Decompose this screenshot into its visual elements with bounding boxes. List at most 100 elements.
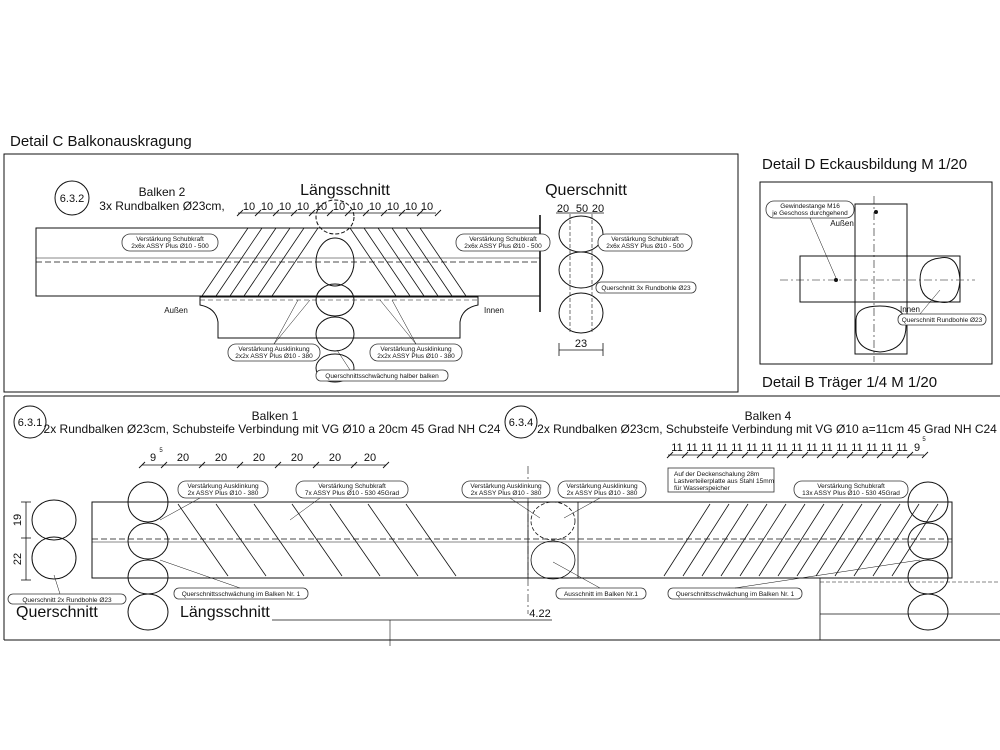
detail-b-label-line1: Verstärkung Schubkraft bbox=[817, 483, 885, 490]
detail-d-log-bottom bbox=[855, 305, 907, 353]
detail-c-leader bbox=[336, 349, 351, 371]
detail-b-label-text: Querschnittsschwächung im Balken Nr. 1 bbox=[676, 591, 795, 598]
detail-c-spacing-label: 10 bbox=[369, 201, 381, 213]
detail-b-left-dim: 20 bbox=[291, 452, 303, 464]
screw-line bbox=[215, 503, 267, 577]
detail-b-right-dim: 11 bbox=[806, 442, 817, 454]
detail-b-right-dim: 11 bbox=[791, 442, 802, 454]
screw-line bbox=[853, 503, 901, 577]
detail-b-beam2-desc: 2x Rundbalken Ø23cm, Schubsteife Verbind… bbox=[537, 422, 997, 436]
screw-line bbox=[201, 227, 249, 297]
detail-b-right-dim: 11 bbox=[851, 442, 862, 454]
detail-b-label-decke: Auf der Deckenschalung 28m Lastverteiler… bbox=[667, 467, 775, 493]
detail-b-quer-dim: 22 bbox=[12, 553, 24, 565]
dimension-tick bbox=[434, 209, 442, 217]
detail-b-label-bubble bbox=[557, 480, 647, 499]
detail-c-spacing-label: 10 bbox=[333, 201, 345, 213]
detail-c-label-quer-top: Verstärkung Schubkraft 2x6x ASSY Plus Ø1… bbox=[597, 233, 693, 252]
detail-c-spacing-label: 10 bbox=[261, 201, 273, 213]
detail-d-label-rundbohle-bubble bbox=[897, 313, 987, 326]
detail-c-label-rundbohle: Querschnitt 3x Rundbohle Ø23 bbox=[595, 281, 697, 294]
detail-b-beam bbox=[91, 501, 953, 579]
detail-b-leader bbox=[552, 561, 601, 589]
detail-c-label-quer-top-line2: 2x6x ASSY Plus Ø10 - 500 bbox=[606, 243, 684, 250]
screw-line bbox=[329, 503, 381, 577]
detail-c-leader bbox=[273, 299, 311, 345]
detail-c-log bbox=[315, 316, 355, 352]
detail-c-spacing-label: 10 bbox=[243, 201, 255, 213]
detail-c-label-ausk-left: Verstärkung Ausklinkung 2x2x ASSY Plus Ø… bbox=[227, 343, 321, 362]
dimension-tick bbox=[741, 451, 749, 459]
detail-b-right-dim-labels: 11 11 11 11 11 11 11 11 11 11 11 11 11 1… bbox=[671, 437, 926, 454]
dimension-tick bbox=[274, 461, 282, 469]
detail-c-log-stack bbox=[315, 199, 355, 383]
detail-b-left-dim: 20 bbox=[329, 452, 341, 464]
detail-c-spacing-label: 10 bbox=[405, 201, 417, 213]
dimension-tick bbox=[891, 451, 899, 459]
detail-b-querschnitt-drawing: 19 22 bbox=[12, 499, 77, 581]
dimension-tick bbox=[416, 209, 424, 217]
detail-b-leader-lines bbox=[53, 497, 921, 595]
detail-b-label-bubble bbox=[793, 480, 909, 499]
detail-c-quer-log bbox=[558, 215, 604, 253]
detail-b-leader bbox=[53, 574, 61, 595]
detail-b-querschnitt: Querschnitt bbox=[16, 604, 98, 621]
dimension-tick bbox=[666, 451, 674, 459]
detail-b-right-dim: 11 bbox=[821, 442, 832, 454]
detail-c-label-left-bubble bbox=[121, 233, 219, 252]
screw-line bbox=[363, 227, 411, 297]
detail-b-left-log bbox=[127, 481, 169, 523]
detail-b-middle-log bbox=[530, 501, 576, 541]
detail-c-label-quer-top-line1: Verstärkung Schubkraft bbox=[611, 236, 679, 243]
detail-b-label-line2: 2x ASSY Plus Ø10 - 380 bbox=[567, 490, 638, 497]
detail-d-rod-top bbox=[874, 210, 878, 214]
dimension-tick bbox=[326, 209, 334, 217]
dimension-tick bbox=[350, 461, 358, 469]
detail-b-left-dim: 20 bbox=[215, 452, 227, 464]
detail-c-label-schwaech-text: Querschnittsschwächung halber balken bbox=[325, 373, 439, 380]
detail-b-quer-log bbox=[31, 536, 77, 580]
detail-c-label-right-bubble bbox=[455, 233, 551, 252]
detail-b-right-log bbox=[907, 522, 949, 560]
detail-b-beam2-name: Balken 4 bbox=[745, 409, 792, 423]
detail-b-left-log-stack bbox=[127, 481, 169, 631]
detail-b-label-line1: Verstärkung Ausklinkung bbox=[566, 483, 638, 490]
screw-line bbox=[777, 503, 825, 577]
detail-d-frame bbox=[759, 181, 993, 365]
detail-b-label-bubble bbox=[295, 480, 409, 499]
detail-d-label-rundbohle-text: Querschnitt Rundbohle Ø23 bbox=[902, 317, 983, 324]
screw-line bbox=[377, 227, 425, 297]
detail-c-leader bbox=[391, 299, 417, 345]
dimension-tick bbox=[801, 451, 809, 459]
dimension-tick bbox=[272, 209, 280, 217]
dimension-tick bbox=[290, 209, 298, 217]
detail-b-left-dim: 20 bbox=[364, 452, 376, 464]
detail-b-right-dim: 11 bbox=[716, 442, 727, 454]
detail-b-leader bbox=[734, 559, 921, 589]
detail-d-leader bbox=[809, 217, 837, 279]
detail-c-log bbox=[315, 199, 355, 235]
detail-b-label-line2: 2x ASSY Plus Ø10 - 380 bbox=[188, 490, 259, 497]
detail-b-label-rundbohle: Querschnitt 2x Rundbohle Ø23 bbox=[7, 593, 127, 605]
dimension-tick bbox=[756, 451, 764, 459]
detail-b-right-dim: 11 bbox=[896, 442, 907, 454]
detail-d: Detail D Eckausbildung M 1/20 Gewindesta… bbox=[759, 156, 993, 365]
detail-b-left-dim-labels: 9 5 20 20 20 20 20 20 bbox=[150, 448, 376, 464]
screw-line bbox=[405, 503, 457, 577]
dimension-tick bbox=[380, 209, 388, 217]
detail-b-length: 4.22 bbox=[529, 608, 550, 620]
detail-b-section-number-2: 6.3.4 bbox=[509, 417, 533, 429]
screw-line bbox=[720, 503, 768, 577]
detail-b-leader bbox=[159, 559, 241, 589]
detail-b-quer-dim: 19 bbox=[12, 514, 24, 526]
detail-b-label-line1: Verstärkung Ausklinkung bbox=[187, 483, 259, 490]
detail-c-label-schwaech-bubble bbox=[315, 369, 449, 382]
detail-c-spacing-label: 10 bbox=[421, 201, 433, 213]
detail-b-right-dim: 11 bbox=[776, 442, 787, 454]
detail-c: Detail C Balkonauskragung 6.3.2 Balken 2… bbox=[3, 133, 739, 393]
screw-line bbox=[815, 503, 863, 577]
detail-b-left-dimension-ticks bbox=[138, 461, 390, 469]
detail-c-spacing-label: 10 bbox=[351, 201, 363, 213]
detail-c-quer-dim: 20 bbox=[557, 203, 569, 215]
